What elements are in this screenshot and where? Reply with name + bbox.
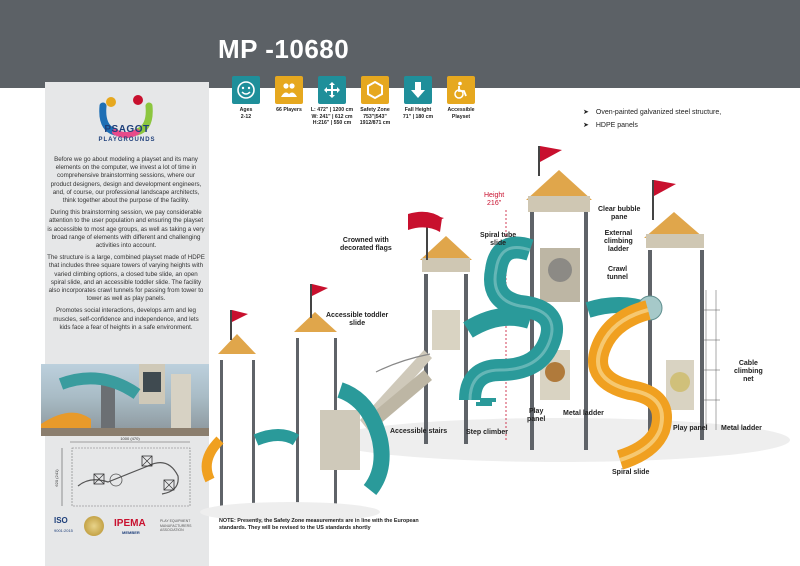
bullet-item: ➤ HDPE panels bbox=[583, 121, 721, 129]
callout-stairs: Accessible stairs bbox=[390, 428, 448, 435]
spec-line: 1912/871 cm bbox=[359, 120, 391, 127]
callout-line: panel bbox=[527, 416, 546, 423]
bullet-text: Oven-painted galvanized steel structure, bbox=[595, 109, 722, 116]
callout-line: Crawl bbox=[607, 266, 628, 273]
brand-name: PSAGOT bbox=[104, 124, 150, 135]
callout-line: External bbox=[604, 230, 633, 237]
plan-width-label: 1000 (470) bbox=[120, 436, 140, 441]
callout-play-panel-2: Play panel bbox=[673, 425, 708, 432]
spec-line: Safety Zone bbox=[360, 107, 390, 113]
page-title: MP -10680 bbox=[218, 34, 350, 64]
spec-players: 66 Players bbox=[267, 76, 311, 114]
callout-metal-ladder-1: Metal ladder bbox=[563, 410, 604, 417]
spec-line: Ages bbox=[239, 107, 253, 113]
iso-sub: 9001:2015 bbox=[54, 528, 73, 533]
plan-depth-label: 620 (241) bbox=[54, 469, 59, 487]
psagot-logo bbox=[99, 95, 153, 138]
callout-line: Play bbox=[528, 408, 544, 415]
floor-plan: 1000 (470) 620 (241) bbox=[54, 436, 191, 507]
callout-line: Spiral tube bbox=[480, 232, 517, 239]
callout-line: pane bbox=[611, 214, 628, 221]
certifications: ISO 9001:2015 IPEMA MEMBER PLAY EQUIPMEN… bbox=[50, 516, 200, 538]
spec-line: H:216" | 550 cm bbox=[312, 120, 352, 127]
callout-line: Cable bbox=[738, 360, 758, 367]
callout-line: Accessible toddler bbox=[326, 312, 389, 319]
callout-line: climbing bbox=[734, 368, 763, 375]
callout-line: climbing bbox=[604, 238, 633, 245]
description-paragraph: Before we go about modeling a playset an… bbox=[50, 156, 202, 205]
description-paragraph: During this brainstorming session, we pa… bbox=[47, 209, 205, 250]
ipema-logo: IPEMA bbox=[114, 518, 146, 529]
callout-line: 216" bbox=[487, 200, 502, 207]
description-paragraph: Promotes social interactions, develops a… bbox=[53, 307, 199, 331]
wheelchair-icon bbox=[447, 76, 475, 104]
chevron-right-icon: ➤ bbox=[583, 109, 589, 116]
sidebar bbox=[45, 82, 209, 566]
group-icon bbox=[275, 76, 303, 104]
spec-line: 71" | 180 cm bbox=[402, 113, 434, 120]
smile-face-icon bbox=[232, 76, 260, 104]
iso-badge: ISO bbox=[54, 516, 68, 525]
bullet-text: HDPE panels bbox=[595, 122, 638, 129]
spec-line: L: 472" | 1200 cm bbox=[310, 107, 354, 113]
callout-line: Clear bubble bbox=[598, 206, 641, 213]
callout-spiral-slide: Spiral slide bbox=[612, 469, 650, 476]
spec-line: Accessible bbox=[447, 107, 475, 113]
callout-line: slide bbox=[490, 240, 507, 247]
spec-line: 2-12 bbox=[240, 113, 252, 120]
hexagon-icon bbox=[361, 76, 389, 104]
member-text: PLAY EQUIPMENT MANUFACTURERS ASSOCIATION bbox=[160, 519, 192, 532]
callout-step-climber: Step climber bbox=[466, 429, 509, 436]
spec-line: Playset bbox=[451, 113, 471, 120]
material-bullets: ➤ Oven-painted galvanized steel structure… bbox=[583, 108, 721, 134]
callout-line: Height bbox=[484, 192, 505, 199]
spec-line: 753"|543" bbox=[363, 113, 387, 120]
callout-line: ladder bbox=[607, 246, 629, 253]
callout-line: slide bbox=[349, 320, 366, 327]
playset-illustration bbox=[200, 146, 790, 522]
medal-icon bbox=[84, 516, 104, 536]
spec-line: Fall Height bbox=[404, 107, 432, 113]
chevron-right-icon: ➤ bbox=[583, 122, 589, 129]
spec-line: W: 241" | 612 cm bbox=[311, 113, 353, 120]
callout-line: Crowned with bbox=[342, 237, 389, 244]
spec-line: 66 Players bbox=[276, 107, 302, 113]
playground-photo bbox=[41, 364, 209, 436]
arrow-down-icon bbox=[404, 76, 432, 104]
header-band bbox=[0, 0, 800, 88]
callout-line: net bbox=[743, 376, 754, 383]
bullet-item: ➤ Oven-painted galvanized steel structure… bbox=[583, 108, 721, 116]
description: Before we go about modeling a playset an… bbox=[47, 156, 205, 336]
description-paragraph: The structure is a large, combined plays… bbox=[47, 254, 205, 303]
callout-line: tunnel bbox=[607, 274, 628, 281]
arrows-icon bbox=[318, 76, 346, 104]
callout-metal-ladder-2: Metal ladder bbox=[721, 425, 762, 432]
ipema-member: MEMBER bbox=[122, 530, 140, 535]
callout-line: decorated flags bbox=[340, 245, 392, 252]
safety-note: NOTE: Presently, the Safety Zone measure… bbox=[219, 518, 419, 531]
brand-tagline: PLAYGROUNDS bbox=[98, 137, 156, 143]
